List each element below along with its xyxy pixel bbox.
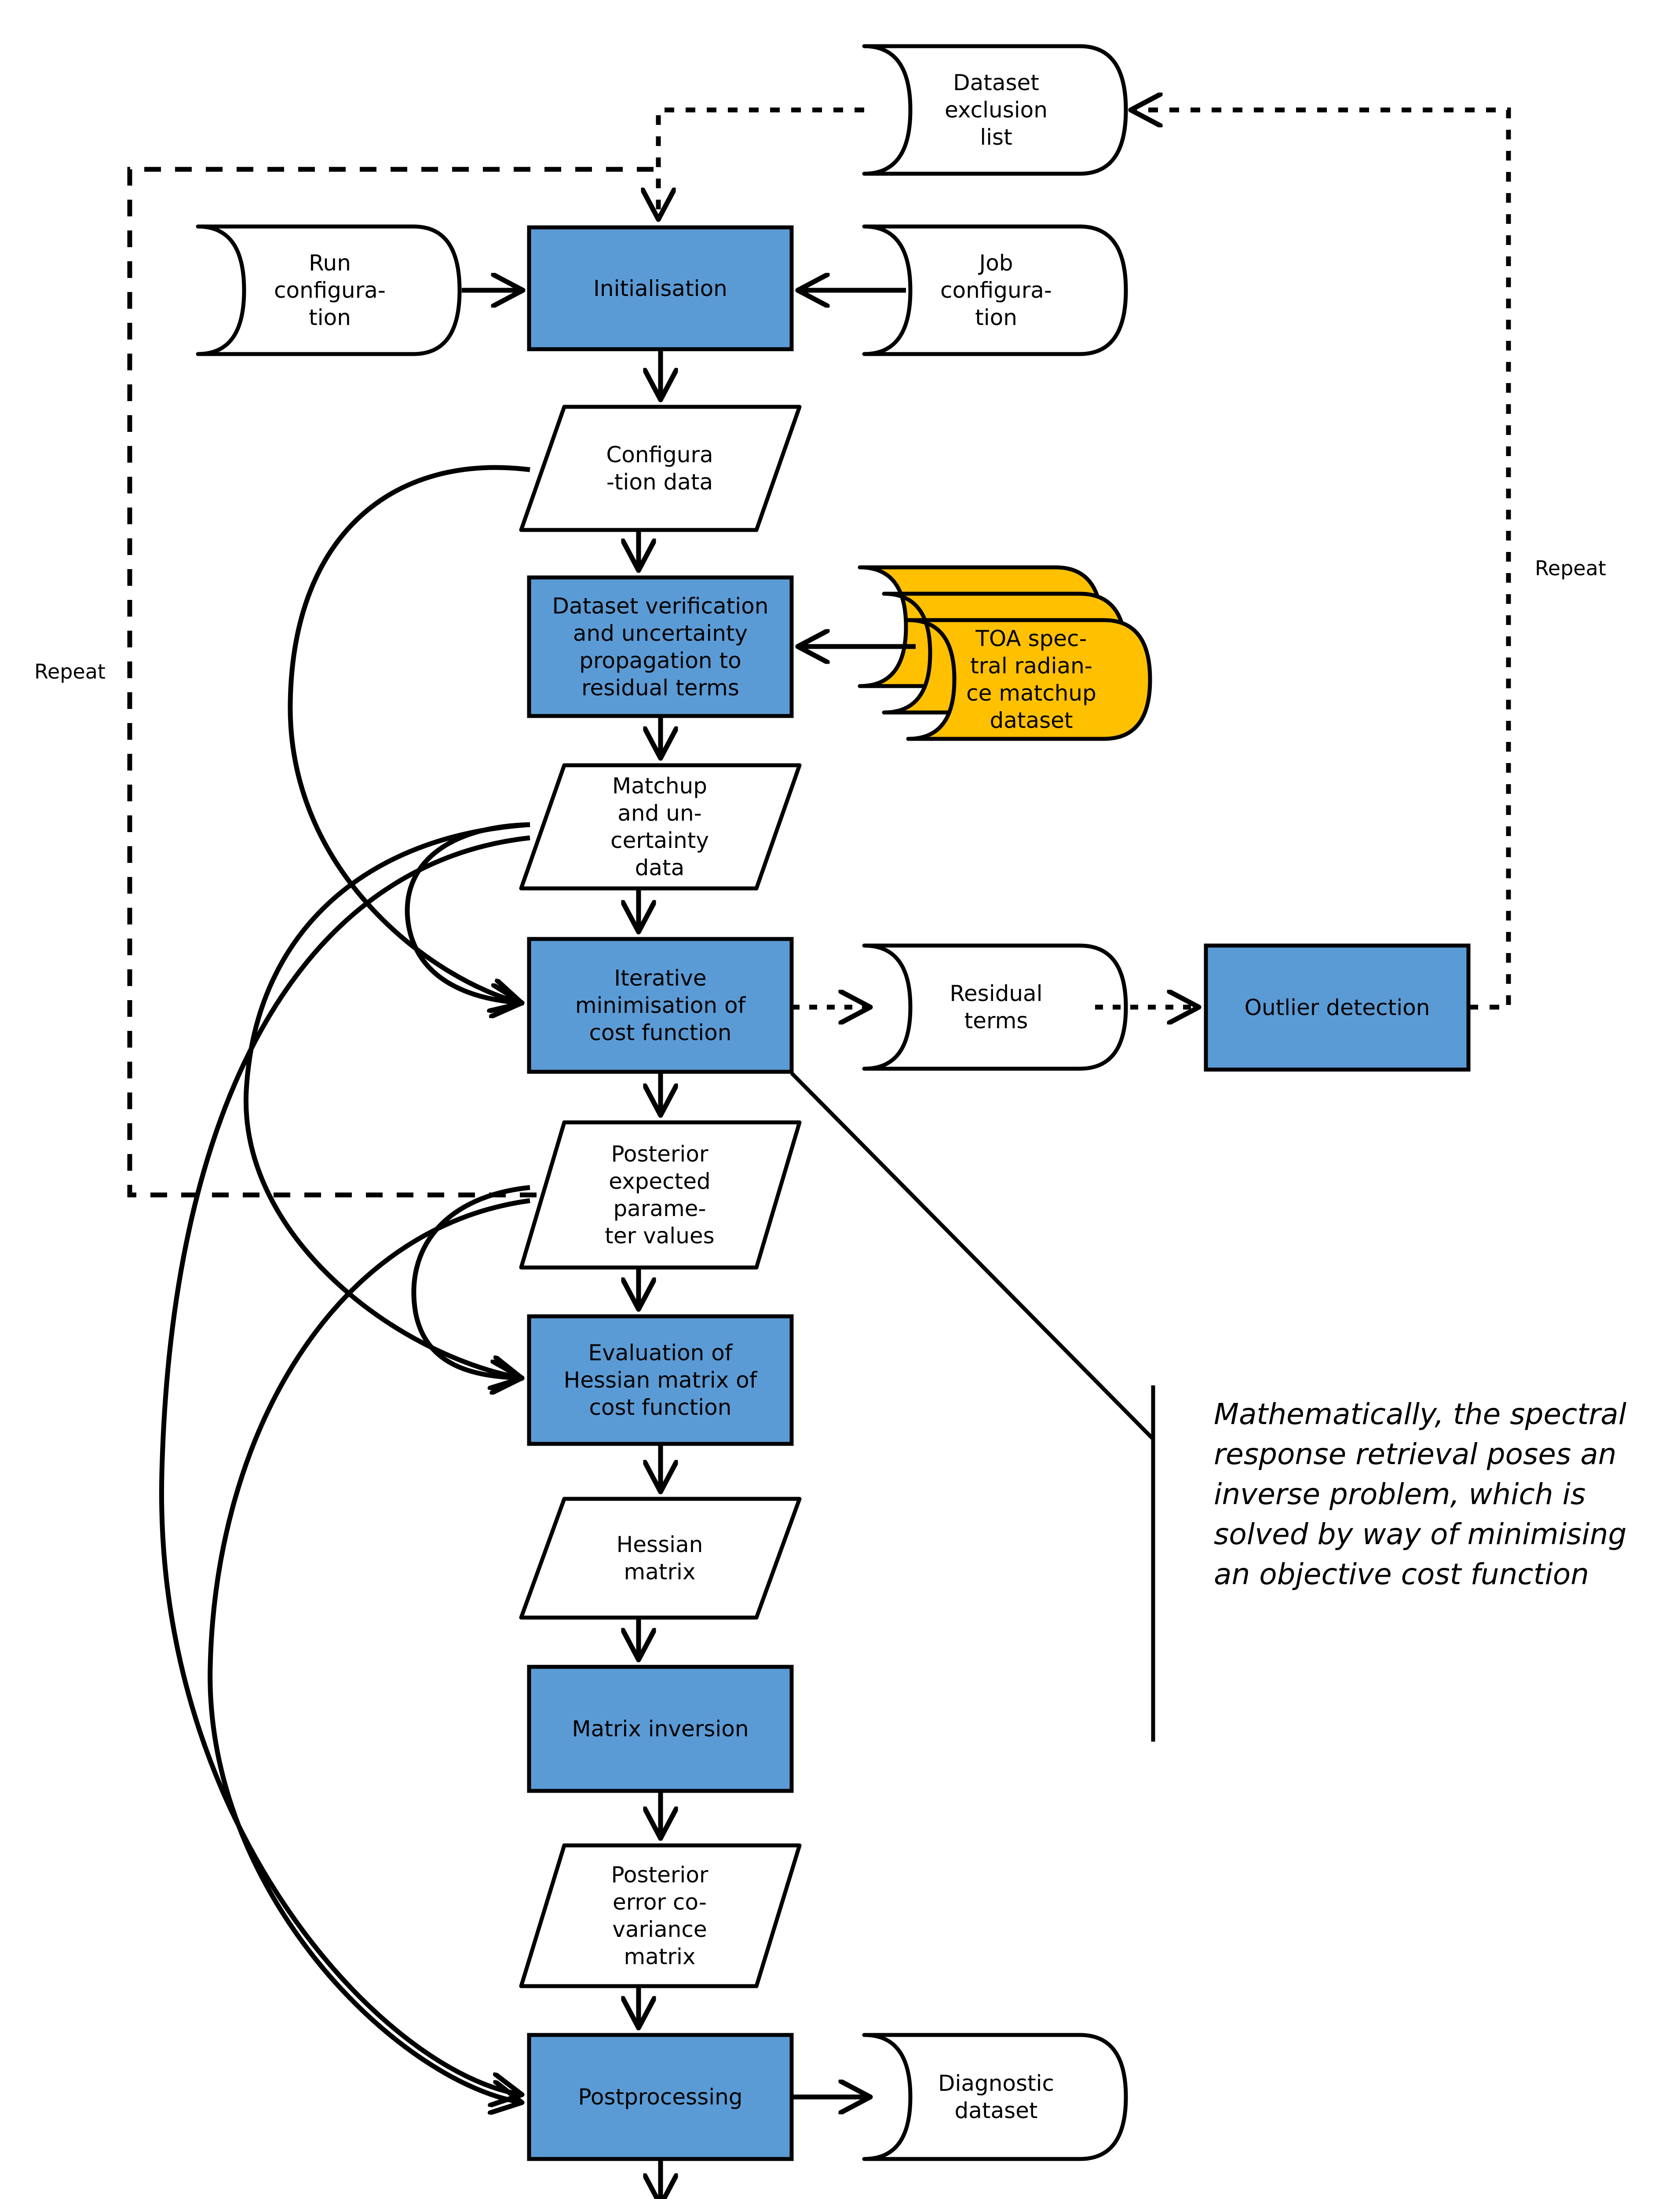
annotation-text: Mathematically, the spectral response re… <box>1214 1397 1627 1592</box>
edge-outlierdetection-to-exclusionlist <box>1132 110 1511 1010</box>
node-hessian-matrix[interactable] <box>519 1497 802 1620</box>
edge-matchupdata-curve-to-hessianeval <box>243 822 530 1378</box>
node-residual-terms[interactable] <box>862 943 1128 1071</box>
node-posterior-error-covariance-matrix[interactable] <box>519 1843 802 1988</box>
node-matchup-uncertainty-data[interactable] <box>519 763 802 891</box>
node-run-configuration[interactable] <box>196 224 462 356</box>
node-initialisation[interactable] <box>527 225 794 351</box>
node-dataset-exclusion-list[interactable] <box>862 44 1128 176</box>
node-configuration-data[interactable] <box>519 405 802 532</box>
node-diagnostic-dataset[interactable] <box>862 2033 1128 2161</box>
edge-exclusionlist-to-initialisation <box>658 107 864 218</box>
node-hessian-evaluation[interactable] <box>527 1314 794 1446</box>
node-posterior-expected-parameter-values[interactable] <box>519 1120 802 1270</box>
node-outlier-detection[interactable] <box>1204 943 1471 1072</box>
node-toa-matchup-dataset[interactable] <box>906 618 1152 741</box>
loop-label-left-repeat: Repeat <box>34 660 106 683</box>
node-iterative-minimisation[interactable] <box>527 937 794 1074</box>
node-matrix-inversion[interactable] <box>527 1665 794 1793</box>
edge-posterior-curve-to-postprocessing <box>208 1198 530 2102</box>
edge-matchupdata-curve-to-postprocessing <box>159 835 530 2094</box>
node-dataset-verification[interactable] <box>527 575 794 718</box>
loop-label-right-repeat: Repeat <box>1535 556 1606 580</box>
edge-configdata-curve-to-minimisation <box>288 465 530 1003</box>
node-job-configuration[interactable] <box>862 224 1128 356</box>
edge-posterior-to-initialisation-dashed <box>127 167 658 1198</box>
annotation-leader-line <box>790 1071 1154 1440</box>
edge-posterior-curve-to-hessianeval <box>411 1185 530 1378</box>
node-postprocessing[interactable] <box>527 2033 794 2161</box>
